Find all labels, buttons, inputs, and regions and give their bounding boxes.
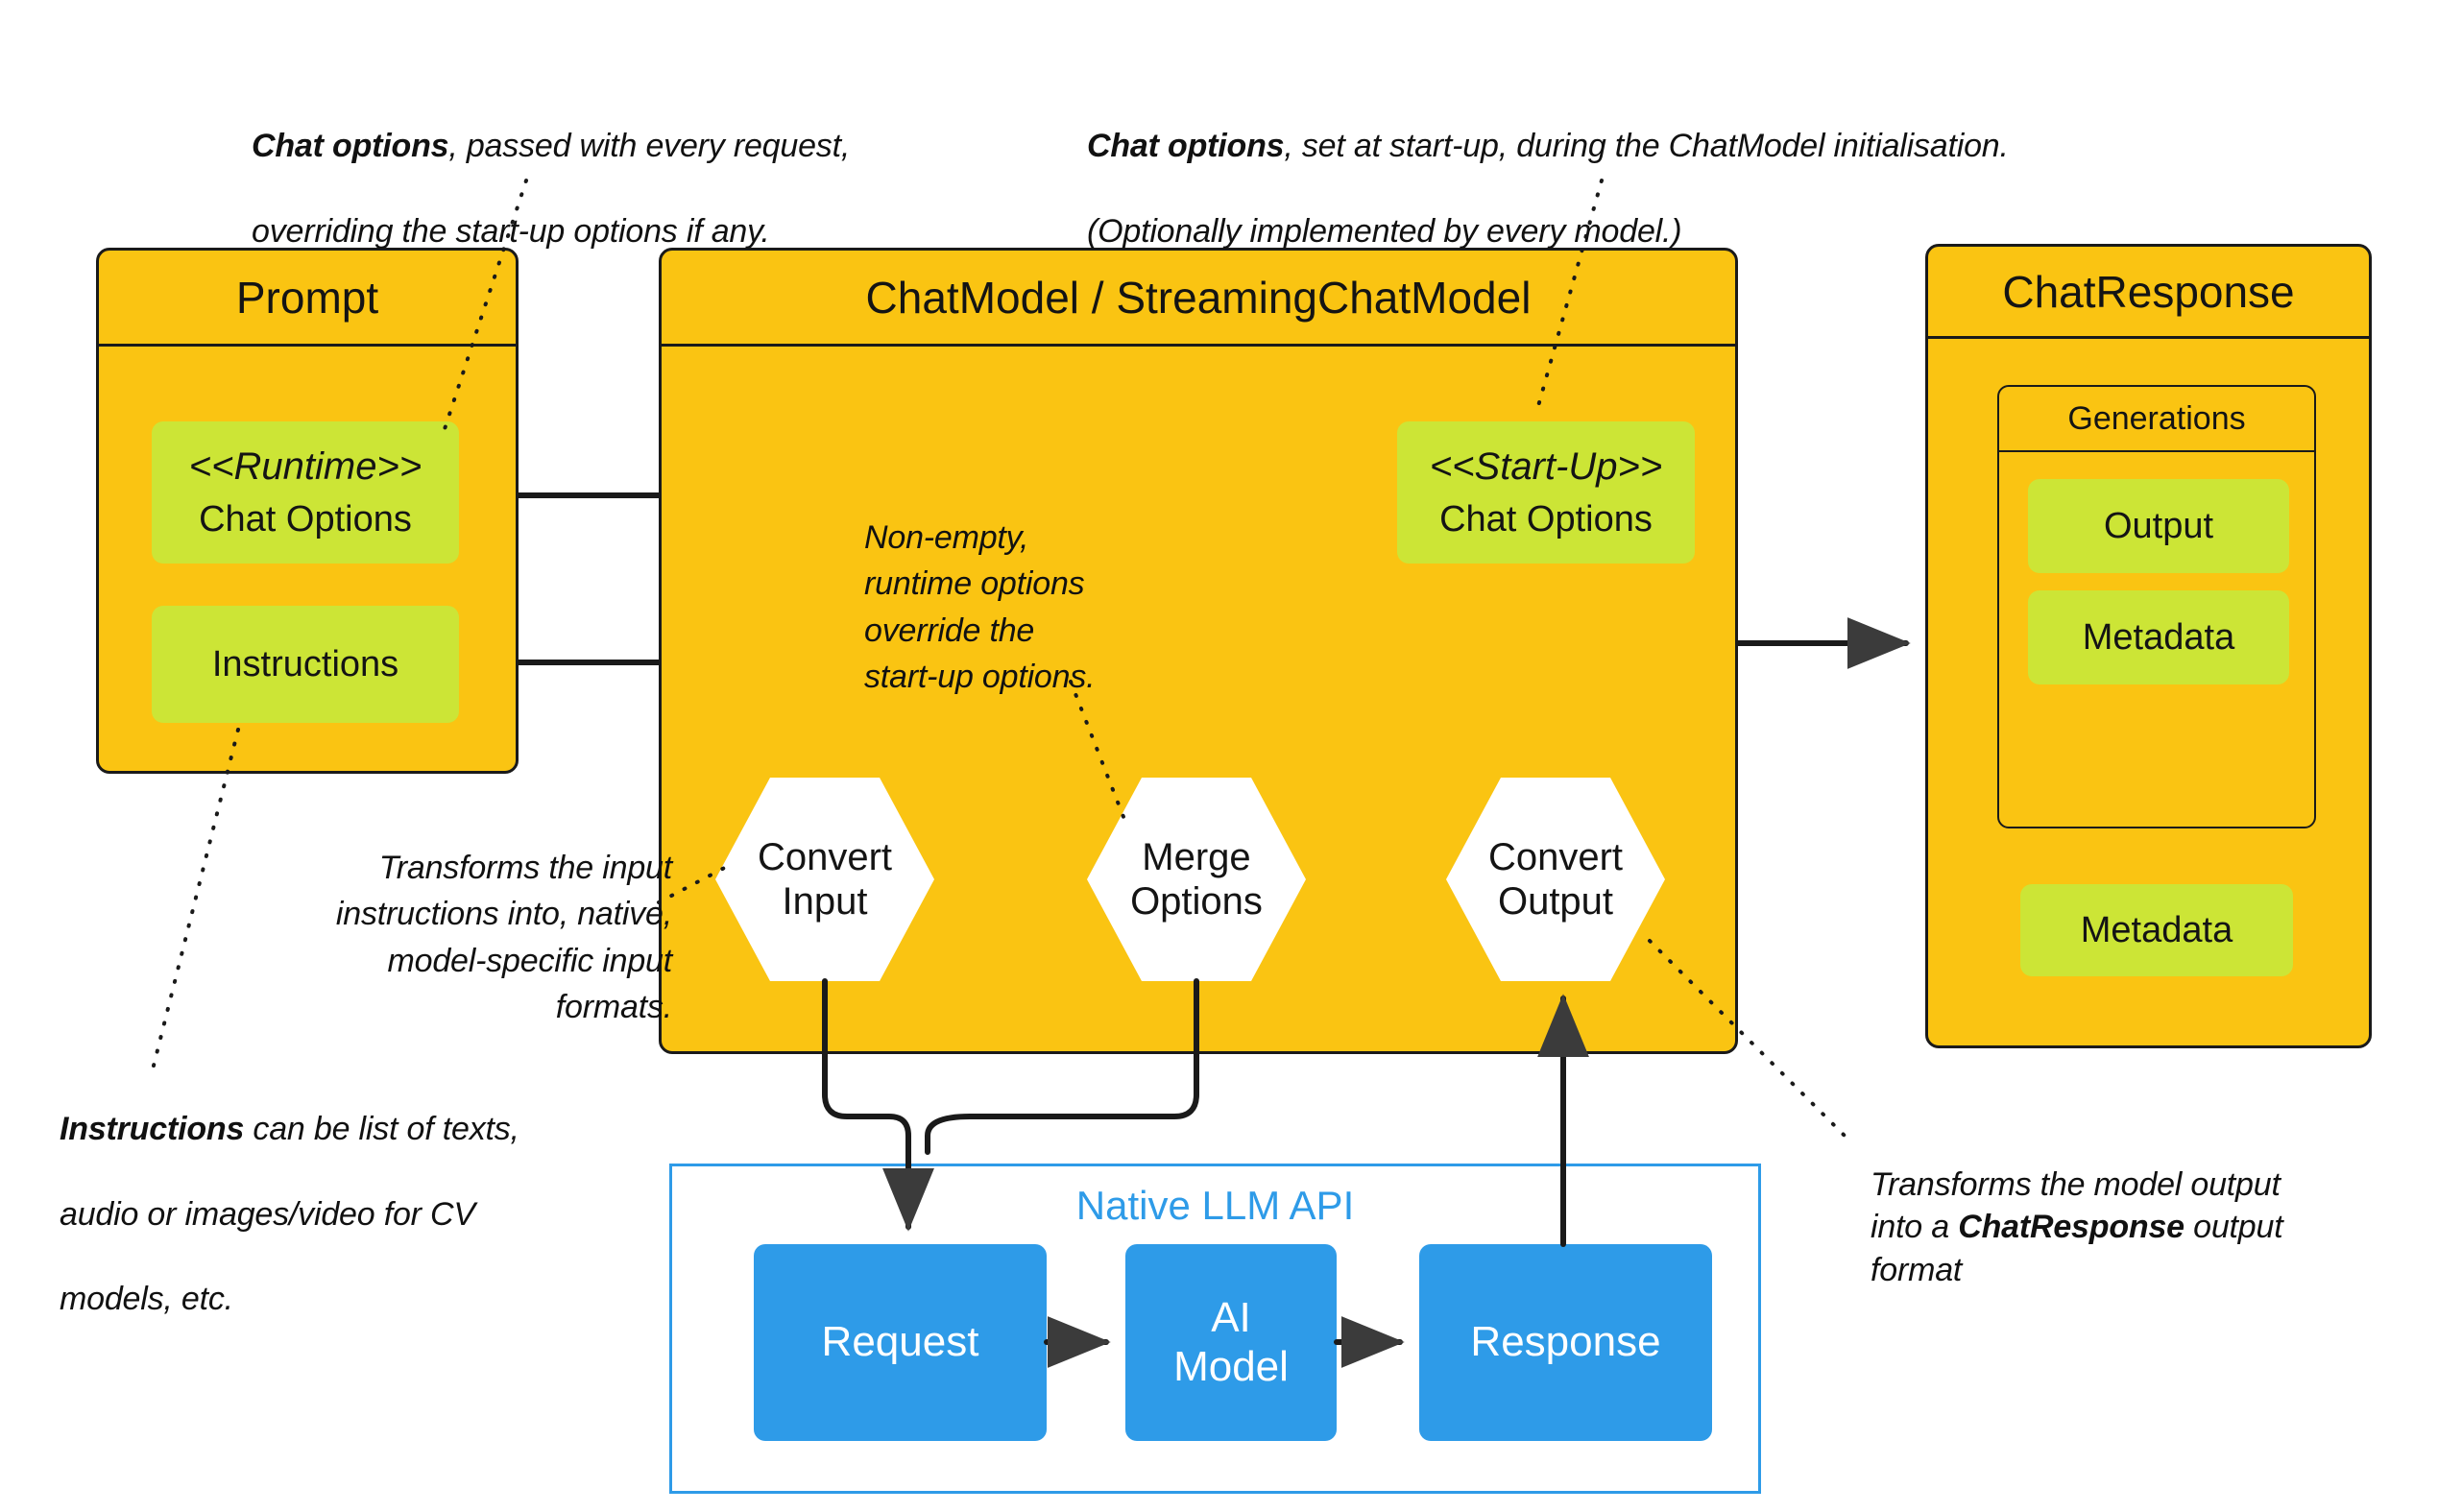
chatresponse-metadata-label: Metadata [2080, 910, 2233, 950]
chatmodel-title: ChatModel / StreamingChatModel [662, 251, 1735, 347]
chatresponse-title: ChatResponse [1928, 247, 2369, 339]
native-llm-api-title: Native LLM API [1075, 1183, 1355, 1228]
annotation-convert-input: Transforms the input instructions into, … [335, 850, 672, 1025]
merge-options-line2: Options [1130, 880, 1263, 923]
native-api-request-label: Request [821, 1318, 979, 1366]
chatresponse-class-box[interactable]: ChatResponse Generations Output Metadata… [1925, 244, 2372, 1048]
annotation-instructions: Instructions can be list of texts, audio… [60, 1066, 655, 1320]
merge-options-line1: Merge [1142, 835, 1251, 878]
native-api-response-node[interactable]: Response [1419, 1244, 1712, 1441]
native-api-ai-model-node[interactable]: AI Model [1125, 1244, 1337, 1441]
leader-instructions [152, 728, 240, 1068]
annotation-startup-options: Chat options, set at start-up, during th… [1087, 83, 2191, 252]
generations-metadata-label: Metadata [2082, 617, 2235, 658]
annotation-startup-options-rest1: , set at start-up, during the ChatModel … [1284, 128, 2009, 165]
generations-output[interactable]: Output [2028, 479, 2289, 573]
native-api-request-node[interactable]: Request [754, 1244, 1047, 1441]
annotation-runtime-options-bold: Chat options [252, 128, 449, 165]
annotation-convert-output-pre: Transforms the model output into a [1871, 1166, 2281, 1246]
native-api-ai-model-line1: AI [1211, 1293, 1251, 1341]
annotation-startup-options-line2: (Optionally implemented by every model.) [1087, 212, 1682, 250]
runtime-stereotype: <<Runtime>> [188, 445, 422, 488]
native-api-response-label: Response [1470, 1318, 1661, 1366]
annotation-instructions-bold: Instructions [60, 1111, 245, 1148]
annotation-merge-note: Non-empty, runtime options override the … [864, 519, 1096, 695]
convert-input-line2: Input [782, 880, 868, 923]
annotation-runtime-options: Chat options, passed with every request,… [252, 83, 924, 252]
annotation-convert-output-bold: ChatResponse [1958, 1209, 2185, 1246]
annotation-startup-options-bold: Chat options [1087, 128, 1285, 165]
prompt-instructions[interactable]: Instructions [152, 606, 459, 723]
prompt-title: Prompt [99, 251, 516, 347]
annotation-instructions-line2: audio or images/video for CV [60, 1195, 475, 1233]
convert-output-line1: Convert [1487, 835, 1624, 878]
annotation-instructions-line3: models, etc. [60, 1280, 233, 1317]
native-api-ai-model-line2: Model [1173, 1342, 1289, 1390]
chatresponse-metadata[interactable]: Metadata [2020, 884, 2293, 976]
convert-output-line2: Output [1497, 880, 1614, 923]
prompt-class-box[interactable]: Prompt <<Runtime>> Chat Options Instruct… [96, 248, 519, 774]
generations-title: Generations [1999, 387, 2314, 452]
runtime-chat-options-label: Chat Options [199, 499, 412, 540]
startup-chat-options-label: Chat Options [1439, 499, 1653, 540]
prompt-runtime-chat-options[interactable]: <<Runtime>> Chat Options [152, 421, 459, 564]
annotation-convert-output-post: output format [1871, 1209, 2283, 1288]
generations-inner-class[interactable]: Generations Output Metadata [1997, 385, 2316, 828]
annotation-convert-output: Transforms the model output into a ChatR… [1871, 1121, 2408, 1291]
chatmodel-startup-chat-options[interactable]: <<Start-Up>> Chat Options [1397, 421, 1695, 564]
annotation-instructions-rest1: can be list of texts, [244, 1111, 519, 1148]
generations-metadata[interactable]: Metadata [2028, 590, 2289, 684]
annotation-runtime-options-rest1: , passed with every request, [448, 128, 851, 165]
startup-stereotype: <<Start-Up>> [1429, 445, 1663, 488]
convert-input-line1: Convert [757, 835, 893, 878]
generations-output-label: Output [2103, 506, 2214, 546]
annotation-runtime-options-line2: overriding the start-up options if any. [252, 212, 770, 250]
instructions-label: Instructions [211, 644, 399, 684]
